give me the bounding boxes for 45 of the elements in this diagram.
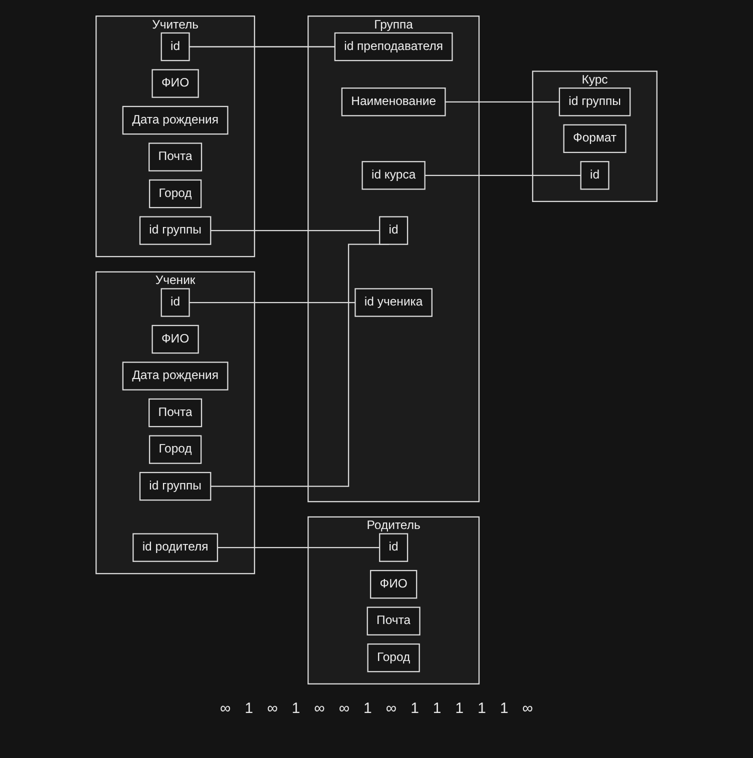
- cardinality-label: ∞: [314, 700, 325, 717]
- cardinality-label: 1: [432, 700, 442, 717]
- connector: [210, 230, 380, 232]
- node-box: id преподавателя: [334, 32, 453, 62]
- cardinality-label: 1: [455, 700, 464, 717]
- node-box: Почта: [366, 606, 420, 636]
- connector: [189, 302, 356, 304]
- node-box: id родителя: [132, 533, 218, 562]
- cardinality-label: ∞: [220, 700, 231, 717]
- connector: [445, 101, 560, 102]
- node-box: Город: [148, 179, 202, 208]
- node-box: id: [160, 32, 190, 62]
- cardinality-label: 1: [500, 700, 508, 717]
- cardinality-label: 1: [410, 700, 419, 717]
- connector: [217, 547, 380, 548]
- cardinality-label: ∞: [522, 700, 533, 717]
- node-box: Формат: [563, 124, 626, 153]
- node-box: ФИО: [152, 324, 199, 354]
- node-box: ФИО: [370, 570, 418, 599]
- connector: [424, 174, 581, 176]
- node-box: Почта: [148, 142, 202, 172]
- cardinality-label: 1: [292, 700, 300, 717]
- node-box: id курса: [362, 161, 426, 190]
- node-box: Почта: [148, 398, 202, 428]
- node-box: id ученика: [354, 288, 432, 317]
- node-box: id: [160, 288, 190, 317]
- node-box: id группы: [139, 472, 212, 501]
- cardinality-label: 1: [364, 700, 372, 717]
- cardinality-label: ∞: [338, 700, 350, 717]
- node-box: Город: [148, 435, 202, 464]
- node-box: Город: [367, 643, 420, 672]
- node-box: id: [379, 216, 408, 245]
- cardinality-label: 1: [244, 700, 254, 717]
- node-box: ФИО: [152, 69, 199, 98]
- node-box: Дата рождения: [122, 362, 228, 390]
- cardinality-label: ∞: [386, 700, 397, 717]
- node-box: id: [580, 161, 610, 190]
- connector: [189, 46, 335, 48]
- node-box: id группы: [139, 216, 212, 245]
- cardinality-label: 1: [478, 700, 486, 717]
- node-box: Наименование: [341, 88, 446, 116]
- cardinality-label: ∞: [267, 700, 278, 717]
- node-box: id: [379, 533, 408, 562]
- node-box: Дата рождения: [122, 106, 228, 135]
- node-box: id группы: [558, 88, 631, 116]
